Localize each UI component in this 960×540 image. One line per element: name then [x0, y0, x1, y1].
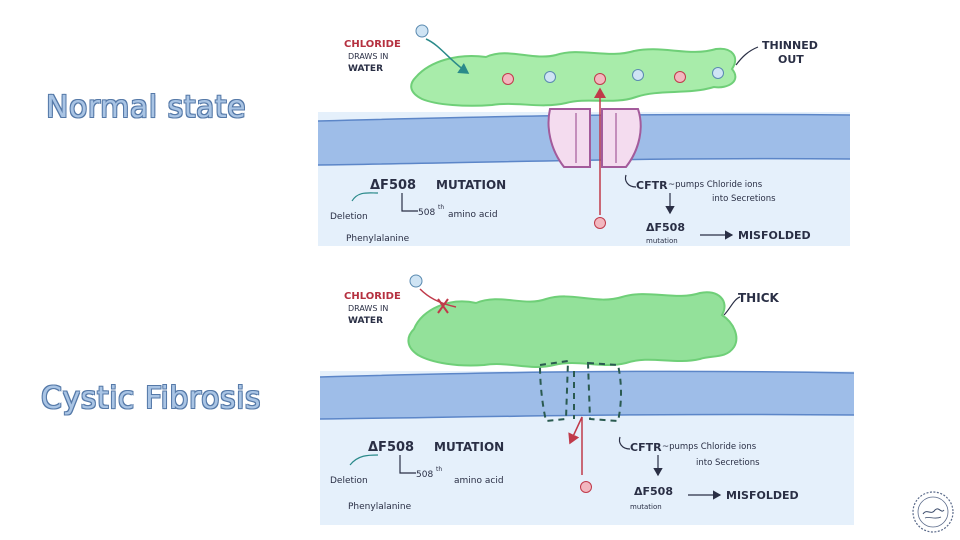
result-name: ΔF508 — [634, 485, 673, 498]
mucus-layer-thick — [407, 291, 738, 368]
normal-state-label: Normal state — [46, 90, 247, 125]
chloride-note-line2: DRAWS IN — [348, 304, 388, 313]
chloride-ion — [674, 71, 686, 83]
chloride-note-line3: WATER — [348, 316, 383, 326]
result-outcome: MISFOLDED — [738, 229, 811, 242]
chloride-ion — [502, 73, 514, 85]
cftr-desc-line1: ~pumps Chloride ions — [662, 442, 757, 452]
chloride-ion — [594, 217, 606, 229]
mutation-word: MUTATION — [434, 440, 504, 454]
amino-acid-label: amino acid — [448, 210, 498, 220]
deletion-label: Deletion — [330, 212, 368, 222]
cystic-fibrosis-label: Cystic Fibrosis — [41, 381, 262, 416]
cftr-desc-line2: into Secretions — [712, 194, 776, 204]
cftr-name: CFTR — [630, 441, 662, 454]
chloride-ion — [632, 69, 644, 81]
result-name: ΔF508 — [646, 221, 685, 234]
mucus-layer-thin — [410, 47, 737, 107]
phenylalanine-label: Phenylalanine — [346, 234, 410, 244]
cell-membrane — [320, 371, 854, 419]
missing-cftr-channel — [538, 359, 622, 423]
result-sub: mutation — [646, 237, 678, 245]
result-sub: mutation — [630, 503, 662, 511]
chloride-note-line2: DRAWS IN — [348, 52, 388, 61]
cftr-name: CFTR — [636, 179, 668, 192]
cftr-channel — [547, 108, 642, 168]
blocked-x-icon — [437, 298, 449, 314]
chloride-ion — [594, 73, 606, 85]
mucus-label-line1: THINNED — [762, 39, 818, 52]
amino-acid-label: amino acid — [454, 476, 504, 486]
cftr-desc-line2: into Secretions — [696, 458, 760, 468]
blocked-flow-arrow — [568, 416, 583, 475]
mucus-label: THICK — [738, 291, 780, 305]
chloride-ion — [580, 481, 592, 493]
result-outcome: MISFOLDED — [726, 489, 799, 502]
position-suffix: th — [436, 466, 442, 473]
seal-logo-icon — [912, 491, 954, 533]
mucus-label-line2: OUT — [778, 53, 804, 66]
position-label: 508 — [416, 470, 433, 480]
mutation-name: ΔF508 — [368, 440, 414, 455]
chloride-ion — [415, 24, 429, 38]
chloride-note-line1: CHLORIDE — [344, 39, 401, 50]
mutation-word: MUTATION — [436, 178, 506, 192]
cystic-fibrosis-diagram: CHLORIDE DRAWS IN WATER THICK ΔF508 MUTA… — [320, 269, 854, 525]
position-label: 508 — [418, 208, 435, 218]
deletion-label: Deletion — [330, 476, 368, 486]
chloride-ion — [409, 274, 423, 288]
chloride-note-line3: WATER — [348, 64, 383, 74]
chloride-ion — [712, 67, 724, 79]
cftr-desc-line1: ~pumps Chloride ions — [668, 180, 763, 190]
mutation-name: ΔF508 — [370, 178, 416, 193]
chloride-note-line1: CHLORIDE — [344, 291, 401, 302]
chloride-ion — [544, 71, 556, 83]
position-suffix: th — [438, 204, 444, 211]
normal-state-diagram: CHLORIDE DRAWS IN WATER THINNED OUT ΔF50… — [318, 17, 850, 246]
phenylalanine-label: Phenylalanine — [348, 502, 412, 512]
